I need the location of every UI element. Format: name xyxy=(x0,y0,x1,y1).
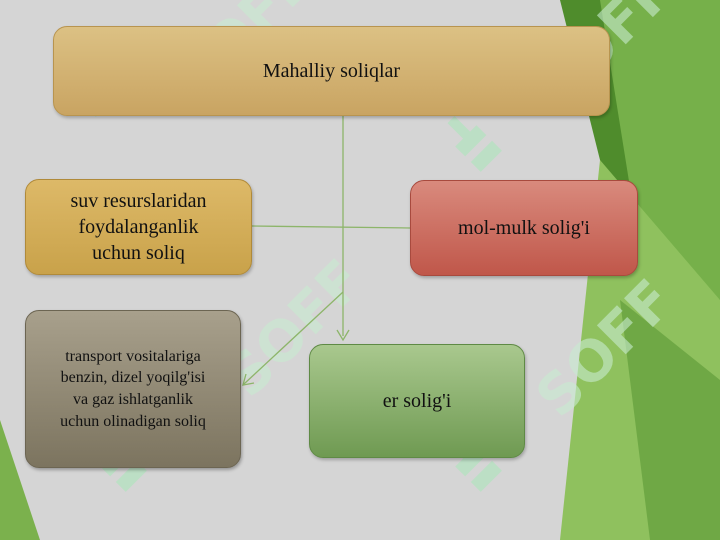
connectors xyxy=(242,116,411,386)
accent-panel-light xyxy=(600,0,720,300)
transport-tax-line: transport vositalariga xyxy=(65,347,201,365)
land-tax-label: er solig'i xyxy=(382,389,452,412)
transport-tax-line: va gaz ishlatganlik xyxy=(73,391,193,408)
root-node: Mahalliy soliqlar xyxy=(53,26,610,116)
property-tax-label: mol-mulk solig'i xyxy=(458,216,590,239)
property-tax-node: mol-mulk solig'i xyxy=(410,180,638,276)
arrowhead-land xyxy=(336,329,350,342)
root-node-label: Mahalliy soliqlar xyxy=(262,59,401,82)
water-tax-node: suv resurslaridan foydalanganlik uchun s… xyxy=(25,179,252,275)
transport-tax-node: transport vositalariga benzin, dizel yoq… xyxy=(25,310,241,468)
land-tax-node: er solig'i xyxy=(309,344,525,458)
accent-corner-left xyxy=(0,420,40,540)
transport-tax-line: uchun olinadigan soliq xyxy=(60,412,206,430)
water-tax-line: foydalanganlik xyxy=(78,216,199,238)
arrowhead-transport xyxy=(242,373,255,386)
accent-panel-lower xyxy=(620,300,720,540)
watermark-icon xyxy=(447,116,502,172)
transport-tax-line: benzin, dizel yoqilg'isi xyxy=(60,369,206,387)
water-tax-line: suv resurslaridan xyxy=(70,190,207,212)
water-tax-line: uchun soliq xyxy=(92,242,185,264)
connector-to-transport xyxy=(243,291,344,385)
connector-water-to-property xyxy=(251,225,411,229)
